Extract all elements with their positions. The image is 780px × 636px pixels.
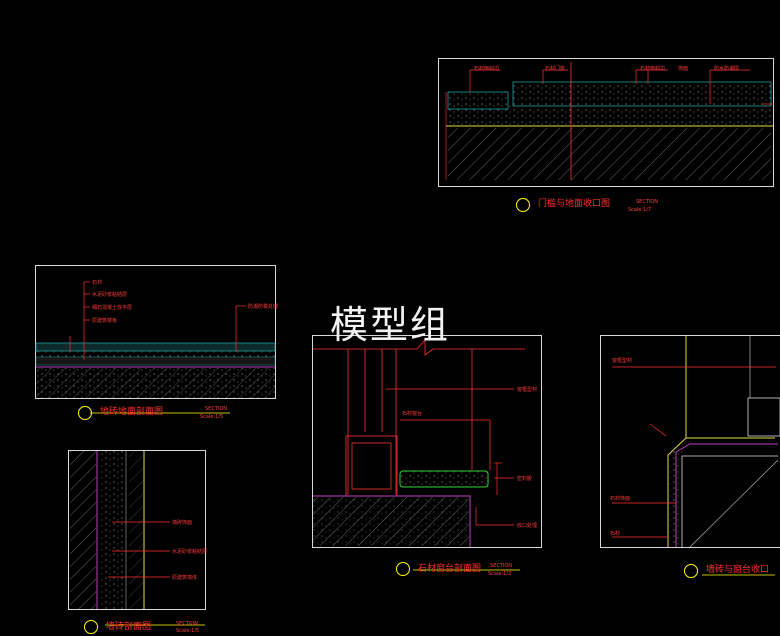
floor-tile-label-5: 防潮防霉处理 [248, 304, 279, 310]
door-sill-scale: Scale:1/7 [628, 207, 652, 213]
wall-tile-label-2: 水泥砂浆粘结层 [172, 549, 208, 555]
stone-sill-detail-number [396, 562, 410, 576]
wall-sill-detail-number [684, 564, 698, 578]
wall-sill-label-1: 窗框型材 [612, 358, 633, 364]
door-sill-section-tag: SECTION [636, 199, 659, 205]
door-sill-label-4: 饰面 [678, 66, 689, 72]
wall-tile-section-tag: SECTION [176, 621, 199, 627]
door-sill-title: 门槛与地面收口图 [538, 199, 611, 209]
door-sill-section [445, 62, 774, 180]
floor-tile-scale: Scale:1/5 [200, 414, 224, 420]
stone-sill-label-3: 密封胶 [517, 476, 533, 482]
stone-sill-scale: Scale:1/2 [488, 571, 512, 577]
door-sill-label-1: 石材倒斜边 [474, 66, 500, 72]
watermark-text: 模型组 [330, 303, 451, 347]
stone-sill-label-4: 收口处理 [517, 523, 538, 529]
door-sill-label-5: 防水防潮层 [714, 66, 740, 72]
wall-tile-title: 墙砖剖面图 [106, 622, 152, 632]
floor-tile-label-1: 石材 [92, 280, 103, 286]
wall-tile-detail-frame [68, 450, 206, 610]
floor-tile-label-3: 细石混凝土找平层 [92, 305, 133, 311]
wall-sill-label-3: 石材 [610, 531, 621, 537]
floor-tile-title: 地砖地面剖面图 [100, 407, 164, 417]
stone-sill-label-2: 石材窗台 [402, 411, 423, 417]
wall-sill-detail-frame [600, 335, 780, 548]
door-sill-detail-frame [438, 58, 774, 187]
door-sill-label-3: 石材倒斜边 [640, 66, 666, 72]
wall-tile-label-1: 墙砖饰面 [172, 520, 193, 526]
stone-sill-section-tag: SECTION [490, 563, 513, 569]
floor-tile-detail-frame [35, 265, 276, 399]
floor-tile-section-tag: SECTION [205, 406, 228, 412]
stone-sill-label-1: 窗框型材 [517, 387, 538, 393]
wall-tile-label-3: 原建筑墙体 [172, 575, 198, 581]
stone-sill-title: 石材窗台剖面图 [418, 564, 482, 574]
door-sill-label-2: 石材门槛 [545, 66, 566, 72]
floor-tile-label-2: 水泥砂浆粘结层 [92, 292, 128, 298]
floor-tile-detail-number [78, 406, 92, 420]
wall-tile-scale: Scale:1/5 [176, 628, 200, 634]
floor-tile-label-4: 原建筑楼板 [92, 318, 118, 324]
floor-tile-section [35, 281, 276, 414]
stone-sill-detail-frame [312, 335, 542, 548]
stone-sill-section [313, 338, 525, 571]
wall-sill-section [612, 336, 780, 576]
wall-sill-label-2: 石材饰面 [610, 496, 631, 502]
wall-tile-section [70, 451, 205, 626]
wall-sill-title: 墙砖与窗台收口 [706, 565, 770, 575]
door-sill-detail-number [516, 198, 530, 212]
wall-tile-detail-number [84, 620, 98, 634]
